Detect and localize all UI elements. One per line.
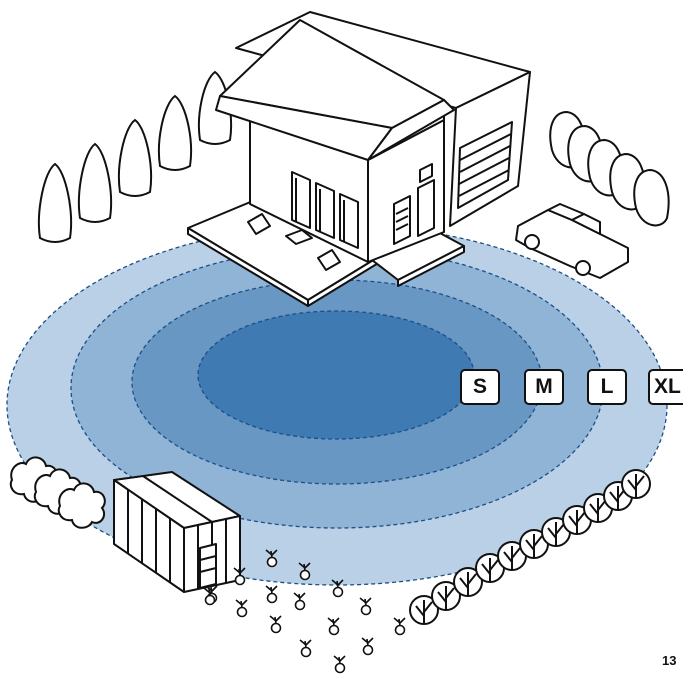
tree-icon xyxy=(119,120,151,196)
zone-label-l: L xyxy=(587,369,627,405)
tree-icon xyxy=(39,164,71,242)
plant-sprout-icon xyxy=(270,616,281,633)
zone-label-m: M xyxy=(524,369,564,405)
plant-sprout-icon xyxy=(362,638,373,655)
plant-sprout-icon xyxy=(300,640,311,657)
plant-sprout-icon xyxy=(236,600,247,617)
wheel xyxy=(576,261,590,275)
tree-icon xyxy=(159,96,191,170)
zone-label-s: S xyxy=(460,369,500,405)
tree-row-left xyxy=(39,72,231,242)
plant-sprout-icon xyxy=(266,586,277,603)
plant-sprout-icon xyxy=(334,656,345,673)
plant-sprout-icon xyxy=(328,618,339,635)
plant-sprout-icon xyxy=(394,618,405,635)
tree-icon xyxy=(634,170,668,225)
page-number: 13 xyxy=(662,653,676,668)
zone-label-xl: XL xyxy=(648,369,683,405)
tree-icon xyxy=(79,144,111,222)
plant-sprout-icon xyxy=(294,593,305,610)
plant-sprout-icon xyxy=(204,588,215,605)
shrub-icon xyxy=(622,470,650,498)
zone-s xyxy=(198,311,474,439)
wheel xyxy=(525,235,539,249)
plant-sprout-icon xyxy=(360,598,371,615)
